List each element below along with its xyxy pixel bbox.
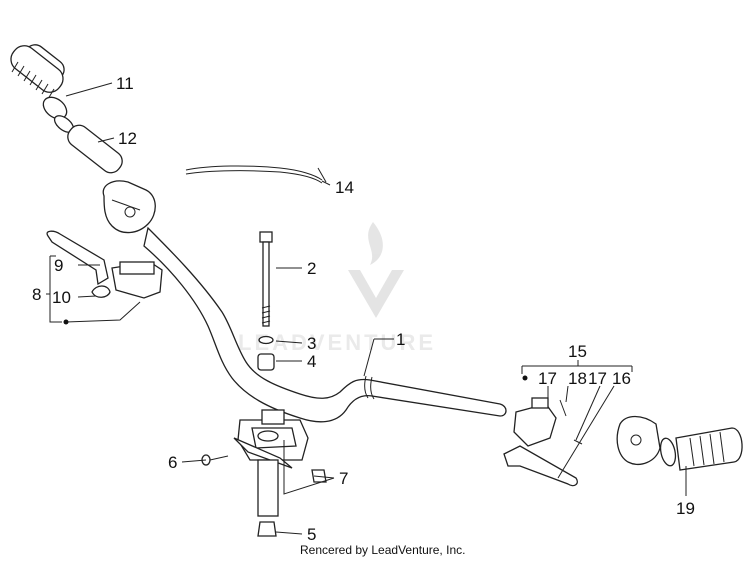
bullet-dot-left [63,319,69,325]
left-switch-housing [102,180,156,234]
callout-17: 17 [538,369,557,388]
callout-1: 1 [396,330,405,349]
right-master-cylinder [513,397,583,447]
callout-8: 8 [32,285,41,304]
washer [258,335,274,345]
end-cap [257,521,277,537]
credit-text: Rencered by LeadVenture, Inc. [300,543,465,557]
watermark-flame-icon [368,222,383,265]
callout-17b: 17 [588,369,607,388]
spacer [257,353,275,371]
handlebar-clamp [233,409,309,469]
callout-10: 10 [52,288,71,307]
callout-2: 2 [307,259,316,278]
throttle-cable [185,165,327,184]
callout-6: 6 [168,453,177,472]
bolt [259,231,273,327]
callout-3: 3 [307,334,316,353]
callout-7: 7 [339,469,348,488]
callout-5: 5 [307,525,316,544]
callout-15: 15 [568,342,587,361]
throttle-tube [67,124,123,174]
callout-9: 9 [54,256,63,275]
right-switch-housing [616,415,661,465]
callout-16: 16 [612,369,631,388]
handlebar [143,226,507,423]
left-master-cylinder [91,261,163,299]
watermark-v-icon [348,270,404,318]
callout-14: 14 [335,178,354,197]
right-brake-lever [503,445,578,487]
callout-19: 19 [676,499,695,518]
right-grip [659,427,743,471]
steering-tube [257,459,279,517]
bullet-dot-right [522,375,528,381]
left-grip [10,44,68,120]
leader-lines [46,82,687,535]
callout-11: 11 [116,74,134,93]
callout-4: 4 [307,352,316,371]
callout-12: 12 [118,129,137,148]
left-brake-lever [46,230,109,286]
callout-18: 18 [568,369,587,388]
